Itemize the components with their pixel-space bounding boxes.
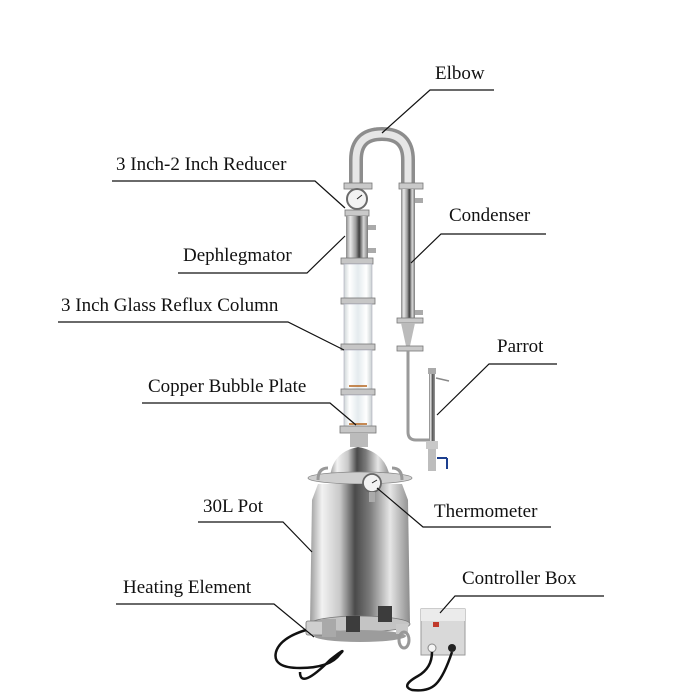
pot-lid-part bbox=[307, 433, 413, 485]
leader-glass-column bbox=[58, 321, 345, 351]
label-reducer: 3 Inch-2 Inch Reducer bbox=[116, 154, 287, 175]
leader-condenser bbox=[410, 233, 546, 264]
label-thermometer: Thermometer bbox=[434, 501, 538, 522]
leader-thermometer bbox=[376, 487, 551, 528]
label-elbow: Elbow bbox=[435, 63, 485, 84]
leader-heating-element bbox=[116, 603, 315, 638]
label-controller-box: Controller Box bbox=[462, 568, 577, 589]
label-heating-element: Heating Element bbox=[123, 577, 252, 598]
leader-reducer bbox=[112, 180, 346, 209]
label-dephlegmator: Dephlegmator bbox=[183, 245, 292, 266]
label-bubble-plate: Copper Bubble Plate bbox=[148, 376, 307, 397]
label-parrot: Parrot bbox=[497, 336, 544, 357]
leader-controller-box bbox=[439, 595, 604, 614]
controller-box-part bbox=[405, 608, 466, 692]
elbow-part bbox=[349, 126, 415, 186]
dephlegmator-part bbox=[340, 216, 376, 265]
label-glass-column: 3 Inch Glass Reflux Column bbox=[61, 295, 279, 316]
parrot-part bbox=[426, 368, 450, 471]
leader-dephlegmator bbox=[178, 235, 346, 274]
reducer-part bbox=[343, 182, 373, 217]
leader-bubble-plate bbox=[142, 402, 357, 426]
label-pot: 30L Pot bbox=[203, 496, 263, 517]
label-condenser: Condenser bbox=[449, 205, 531, 226]
thermometer-part bbox=[362, 473, 382, 502]
condenser-part bbox=[396, 182, 432, 442]
glass-column-part bbox=[339, 263, 377, 434]
leader-pot bbox=[198, 521, 313, 553]
leader-elbow bbox=[381, 89, 494, 134]
leader-lines bbox=[58, 89, 604, 638]
heating-element-part bbox=[274, 606, 411, 680]
leader-parrot bbox=[436, 363, 557, 416]
